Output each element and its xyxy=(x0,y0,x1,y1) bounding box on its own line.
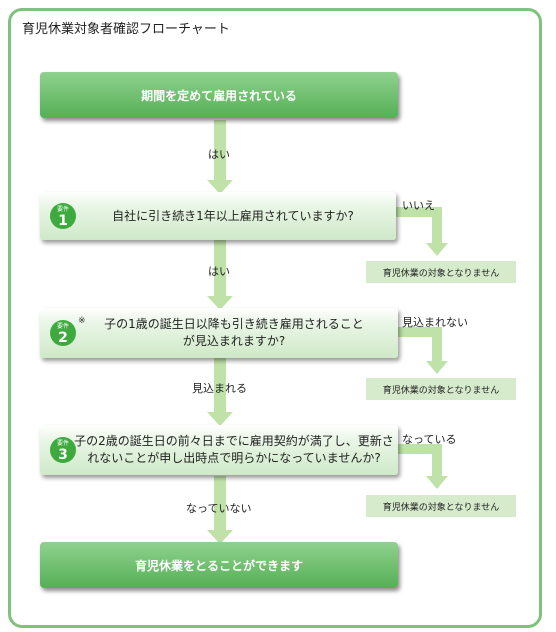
badge-tag: 要件 xyxy=(56,206,69,213)
question-2-box: 子の1歳の誕生日以降も引き続き雇用されることが見込まれますか? xyxy=(40,308,398,358)
edge-label-q3-yes: なっていない xyxy=(186,502,252,515)
arrow-q1-q2 xyxy=(207,240,233,310)
result-q3-not-eligible: 育児休業の対象となりません xyxy=(366,495,516,517)
requirement-badge-1: 要件 1 xyxy=(50,203,76,229)
badge-number: 1 xyxy=(58,213,68,229)
badge-tag: 要件 xyxy=(56,440,69,447)
question-1-text: 自社に引き続き1年以上雇用されていますか? xyxy=(112,208,354,223)
note-mark: ※ xyxy=(78,316,86,326)
arrow-q3-no xyxy=(398,444,448,489)
page-title: 育児休業対象者確認フローチャート xyxy=(22,22,230,37)
arrow-q2-no xyxy=(398,327,448,374)
badge-number: 2 xyxy=(58,330,68,346)
result-q2-not-eligible: 育児休業の対象となりません xyxy=(366,378,516,400)
question-3-text: 子の2歳の誕生日の前々日までに雇用契約が満了し、更新されないことが申し出時点で明… xyxy=(74,434,394,465)
arrow-start-q1 xyxy=(207,120,233,194)
badge-tag: 要件 xyxy=(56,323,69,330)
edge-label-q1-yes: はい xyxy=(208,265,230,278)
question-3-box: 子の2歳の誕生日の前々日までに雇用契約が満了し、更新されないことが申し出時点で明… xyxy=(40,425,398,475)
edge-label-q2-no: 見込まれない xyxy=(402,316,468,329)
edge-label-q1-no: いいえ xyxy=(402,199,435,212)
edge-label-q3-no: なっている xyxy=(402,433,457,446)
edge-label-start-yes: はい xyxy=(208,148,230,161)
badge-number: 3 xyxy=(58,447,68,463)
requirement-badge-3: 要件 3 xyxy=(50,437,76,463)
arrow-q2-q3 xyxy=(207,358,233,426)
result-q1-not-eligible: 育児休業の対象となりません xyxy=(366,261,516,283)
start-box: 期間を定めて雇用されている xyxy=(40,72,398,118)
question-2-text: 子の1歳の誕生日以降も引き続き雇用されることが見込まれますか? xyxy=(104,317,364,348)
question-1-box: 自社に引き続き1年以上雇用されていますか? xyxy=(40,192,396,240)
requirement-badge-2: 要件 2 xyxy=(50,320,76,346)
end-box: 育児休業をとることができます xyxy=(40,542,398,588)
arrow-q3-end xyxy=(207,476,233,544)
edge-label-q2-yes: 見込まれる xyxy=(192,382,247,395)
arrow-q1-no xyxy=(396,207,448,256)
